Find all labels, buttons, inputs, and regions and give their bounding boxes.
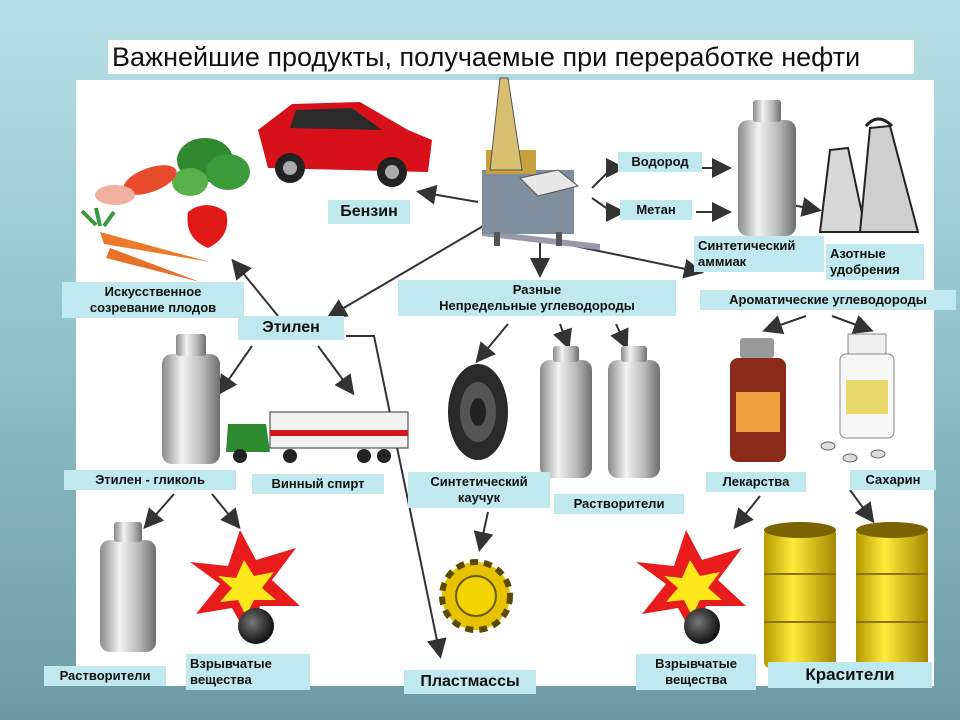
label-aromatic: Ароматические углеводороды [700, 290, 956, 310]
label-rastvor-mid: Растворители [554, 494, 684, 514]
fertilizer-bags-icon [818, 117, 920, 233]
label-vzryv-right: Взрывчатые вещества [636, 654, 756, 690]
label-azot: Азотные удобрения [826, 244, 924, 280]
label-lekarstva: Лекарства [706, 472, 806, 492]
truck-icon [226, 411, 409, 463]
cylinder-icon [540, 346, 660, 478]
barrel-icon [856, 522, 928, 668]
label-vzryv-left: Взрывчатые вещества [186, 654, 310, 690]
tire-icon [448, 364, 508, 460]
label-ripening: Искусственное созревание плодов [62, 282, 244, 318]
label-razn: Разные Непредельные углеводороды [398, 280, 676, 316]
barrel-icon [764, 522, 836, 668]
explosion-icon [190, 530, 300, 644]
label-spirt: Винный спирт [252, 474, 384, 494]
label-etilen: Этилен [238, 316, 344, 340]
cylinder-icon [162, 334, 220, 464]
cylinder-icon [100, 522, 156, 652]
pill-bottle-icon [820, 333, 895, 463]
arrows [143, 158, 875, 659]
label-rastvor-left: Растворители [44, 666, 166, 686]
label-metan: Метан [620, 200, 692, 220]
cylinder-icon [738, 100, 796, 236]
gear-icon [439, 559, 513, 633]
label-ammiak: Синтетический аммиак [694, 236, 824, 272]
medicine-bottle-icon [730, 338, 786, 462]
car-icon [258, 102, 432, 187]
vegetables-icon [80, 138, 250, 282]
label-vodorod: Водород [618, 152, 702, 172]
label-plastmassy: Пластмассы [404, 670, 536, 694]
label-krasiteli: Красители [768, 662, 932, 688]
page-title: Важнейшие продукты, получаемые при перер… [108, 40, 914, 74]
label-kauchuk: Синтетический каучук [408, 472, 550, 508]
explosion-icon [636, 530, 746, 644]
oil-platform-icon [482, 77, 600, 250]
label-saharin: Сахарин [850, 470, 936, 490]
label-benzin: Бензин [328, 200, 410, 224]
label-glikol: Этилен - гликоль [64, 470, 236, 490]
